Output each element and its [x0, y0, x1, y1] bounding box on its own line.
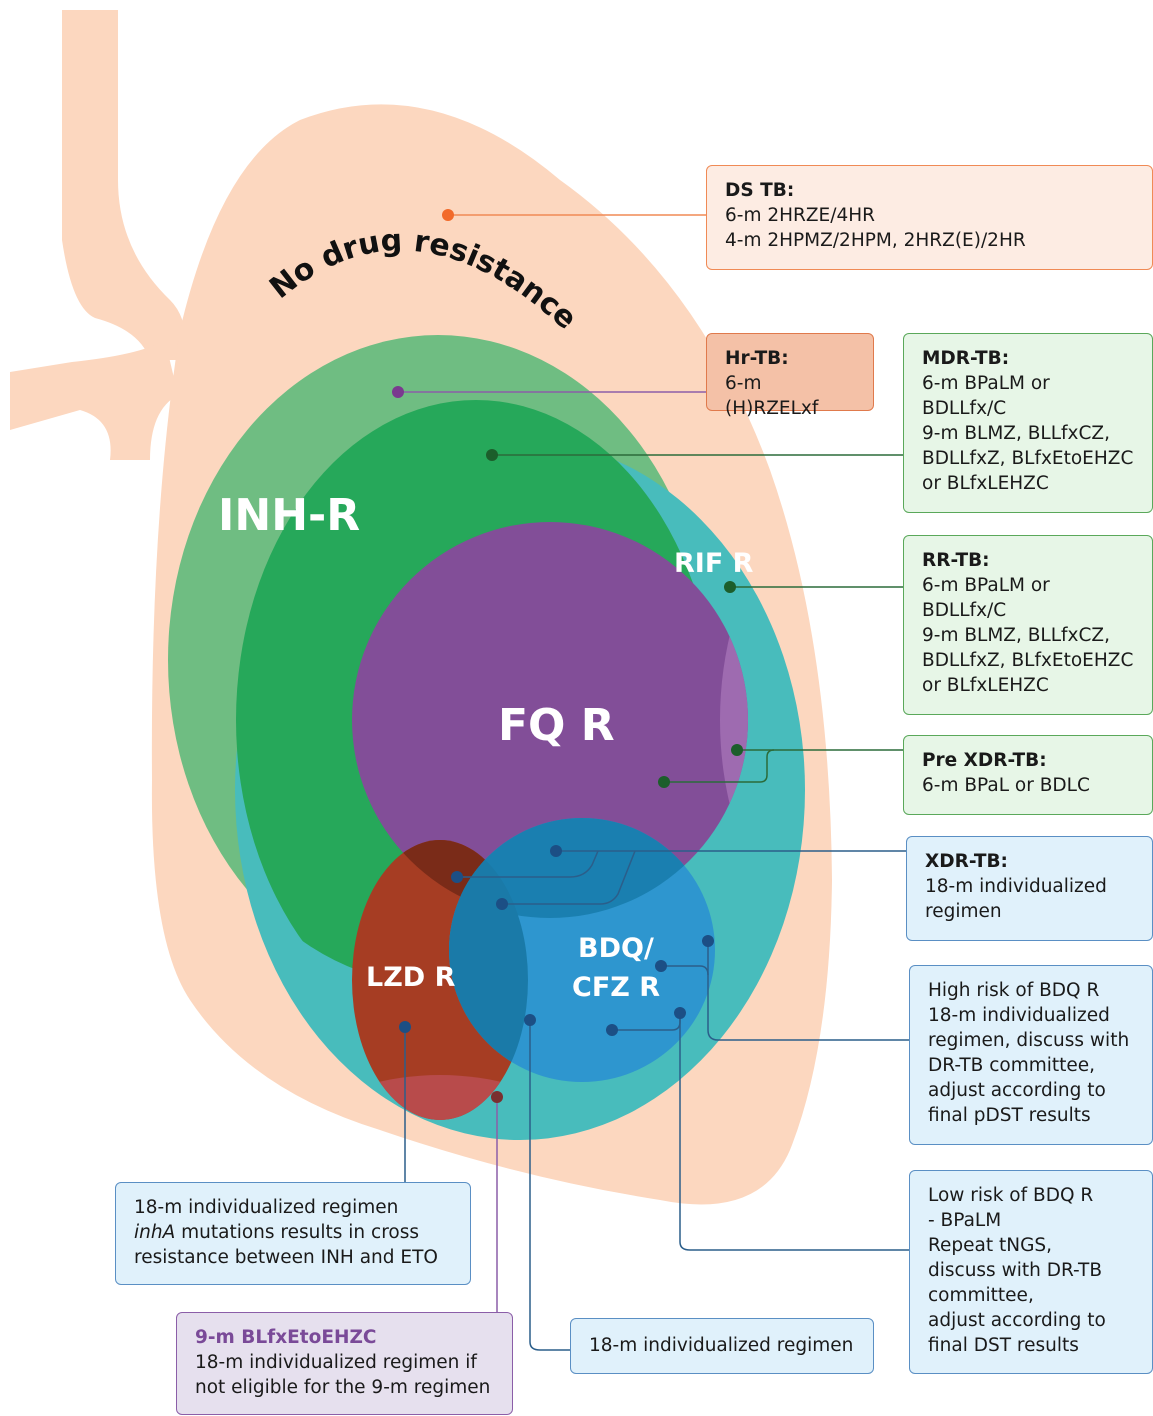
xdr-tb-box: XDR-TB: 18-m individualized regimen: [906, 836, 1153, 941]
low-risk-line: adjust according to: [928, 1310, 1106, 1331]
mdr-tb-line: BDLLfx/C: [922, 398, 1007, 419]
mdr-tb-line: 6-m BPaLM or: [922, 373, 1050, 394]
inha-mutation-box: 18-m individualized regimen inhA mutatio…: [115, 1182, 471, 1285]
inha-line-rest: mutations results in cross: [175, 1222, 419, 1243]
rif-r-label: RIF R: [674, 548, 754, 579]
low-risk-line: Repeat tNGS,: [928, 1235, 1053, 1256]
individualized-regimen-box: 18-m individualized regimen: [570, 1318, 874, 1374]
leader-lines: [398, 214, 909, 1351]
mdr-tb-line: 9-m BLMZ, BLLfxCZ,: [922, 423, 1110, 444]
high-risk-line: final pDST results: [928, 1105, 1091, 1126]
high-risk-bdq-box: High risk of BDQ R 18-m individualized r…: [909, 965, 1153, 1145]
inha-line-2: inhA mutations results in cross: [134, 1220, 454, 1245]
hr-tb-line: 6-m (H)RZELxf: [725, 373, 819, 419]
xdr-tb-title: XDR-TB:: [925, 851, 1008, 872]
inha-line: 18-m individualized regimen: [134, 1197, 399, 1218]
nine-month-regimen-box: 9-m BLfxEtoEHZC 18-m individualized regi…: [176, 1312, 513, 1415]
rr-tb-line: or BLfxLEHZC: [922, 675, 1049, 696]
mdr-tb-line: BDLLfxZ, BLfxEtoEHZC: [922, 448, 1134, 469]
high-risk-line: 18-m individualized: [928, 1005, 1110, 1026]
mdr-tb-box: MDR-TB: 6-m BPaLM or BDLLfx/C 9-m BLMZ, …: [903, 333, 1153, 513]
low-risk-line: final DST results: [928, 1335, 1079, 1356]
lzd-r-label: LZD R: [366, 962, 456, 993]
rr-tb-title: RR-TB:: [922, 550, 990, 571]
xdr-tb-line: regimen: [925, 901, 1002, 922]
ds-tb-line: 4-m 2HPMZ/2HPM, 2HRZ(E)/2HR: [725, 230, 1026, 251]
ds-tb-line: 6-m 2HRZE/4HR: [725, 205, 876, 226]
high-risk-line: DR-TB committee,: [928, 1055, 1096, 1076]
pre-xdr-tb-line: 6-m BPaL or BDLC: [922, 775, 1090, 796]
rr-tb-box: RR-TB: 6-m BPaLM or BDLLfx/C 9-m BLMZ, B…: [903, 535, 1153, 715]
high-risk-line: adjust according to: [928, 1080, 1106, 1101]
mdr-tb-line: or BLfxLEHZC: [922, 473, 1049, 494]
rr-tb-line: BDLLfx/C: [922, 600, 1007, 621]
rr-tb-line: BDLLfxZ, BLfxEtoEHZC: [922, 650, 1134, 671]
inha-gene-italic: inhA: [134, 1222, 176, 1243]
hr-tb-box: Hr-TB: 6-m (H)RZELxf: [706, 333, 874, 419]
mdr-tb-title: MDR-TB:: [922, 348, 1010, 369]
low-risk-line: committee,: [928, 1285, 1034, 1306]
individualized-line: 18-m individualized regimen: [589, 1335, 854, 1356]
pre-xdr-tb-box: Pre XDR-TB: 6-m BPaL or BDLC: [903, 735, 1153, 815]
low-risk-line: - BPaLM: [928, 1210, 1002, 1231]
low-risk-line: discuss with DR-TB: [928, 1260, 1103, 1281]
hr-tb-title: Hr-TB:: [725, 348, 789, 369]
nine-month-line: not eligible for the 9-m regimen: [195, 1377, 491, 1398]
pre-xdr-tb-title: Pre XDR-TB:: [922, 750, 1047, 771]
fq-r-label: FQ R: [498, 700, 615, 751]
high-risk-line: regimen, discuss with: [928, 1030, 1130, 1051]
ds-tb-box: DS TB: 6-m 2HRZE/4HR 4-m 2HPMZ/2HPM, 2HR…: [706, 165, 1153, 270]
inh-r-label: INH-R: [218, 490, 361, 541]
low-risk-line: Low risk of BDQ R: [928, 1185, 1094, 1206]
fq-r-region: [352, 522, 748, 918]
rr-tb-line: 6-m BPaLM or: [922, 575, 1050, 596]
nine-month-line: 18-m individualized regimen if: [195, 1352, 477, 1373]
ds-tb-title: DS TB:: [725, 180, 795, 201]
xdr-tb-line: 18-m individualized: [925, 876, 1107, 897]
bdq-label-line2: CFZ R: [572, 972, 661, 1003]
rr-tb-line: 9-m BLMZ, BLLfxCZ,: [922, 625, 1110, 646]
nine-month-title: 9-m BLfxEtoEHZC: [195, 1327, 377, 1348]
high-risk-line: High risk of BDQ R: [928, 980, 1100, 1001]
connector-dots: [392, 209, 743, 1103]
inha-line: resistance between INH and ETO: [134, 1247, 438, 1268]
bdq-label-line1: BDQ/: [578, 933, 654, 964]
low-risk-bdq-box: Low risk of BDQ R - BPaLM Repeat tNGS, d…: [909, 1170, 1153, 1374]
